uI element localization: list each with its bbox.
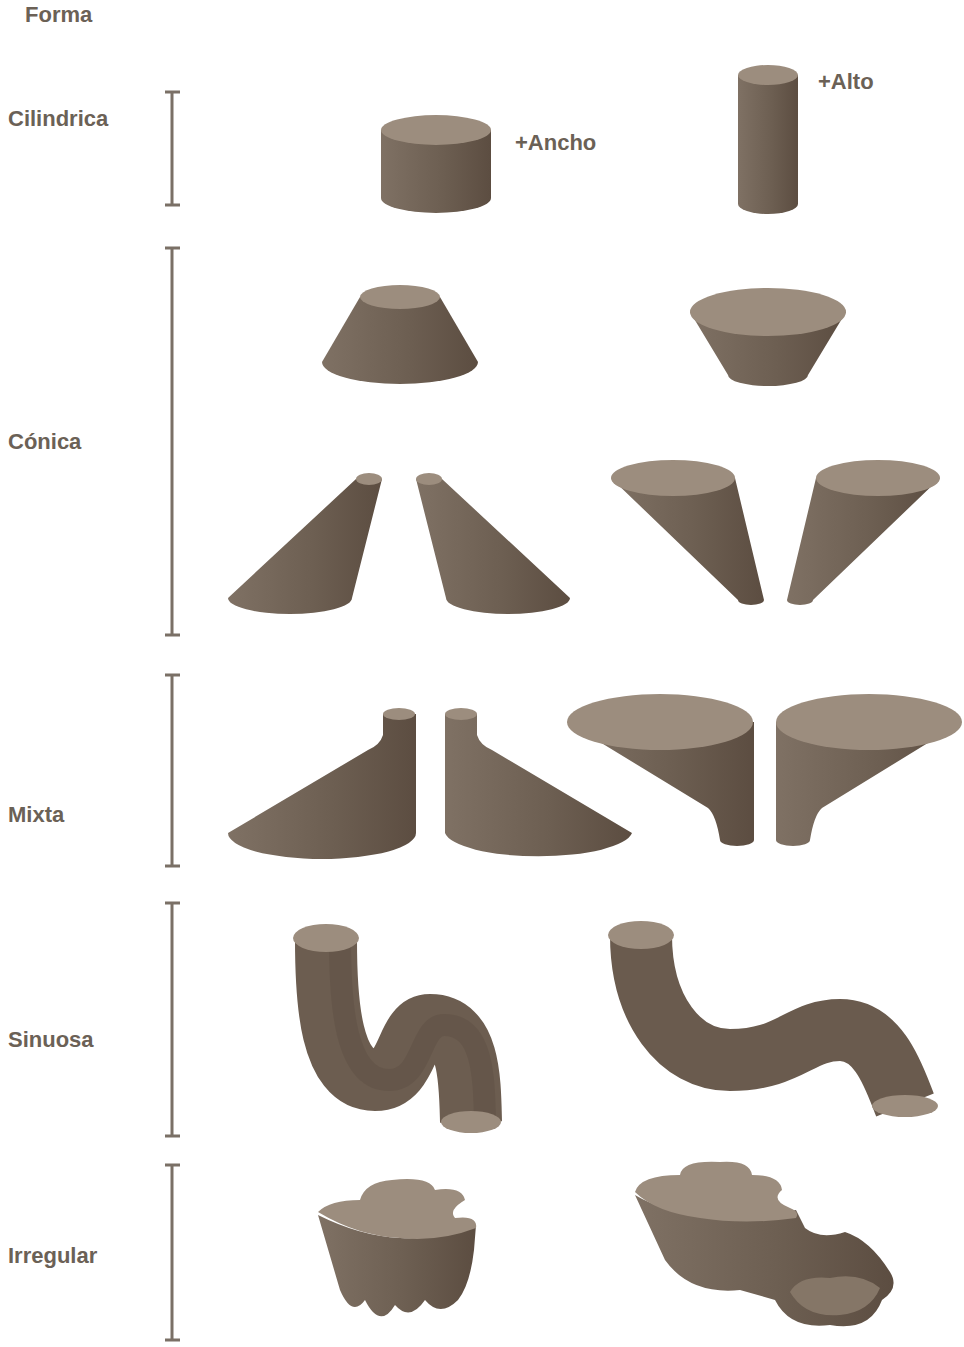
cylinder-wide <box>381 115 491 213</box>
category-label: Mixta <box>8 802 64 828</box>
dimension-label: +Alto <box>818 69 874 95</box>
mixed-shape-inverted <box>567 694 962 846</box>
irregular-shape-wide <box>635 1162 894 1326</box>
dimension-label: +Ancho <box>515 130 596 156</box>
cone-oblique <box>228 473 570 614</box>
sinuous-tube-long <box>608 921 938 1117</box>
cylinder-tall <box>738 65 798 214</box>
mixed-shape <box>228 708 632 859</box>
category-label: Irregular <box>8 1243 97 1269</box>
section-bracket <box>165 92 180 1340</box>
cone-oblique-inverted <box>611 460 940 605</box>
category-label: Cónica <box>8 429 81 455</box>
diagram-title: Forma <box>25 2 92 28</box>
cone-inverted <box>690 288 846 386</box>
category-label: Sinuosa <box>8 1027 94 1053</box>
sinuous-tube <box>293 924 501 1133</box>
category-label: Cilindrica <box>8 106 108 132</box>
cone-frustum <box>322 285 478 384</box>
irregular-shape <box>318 1179 476 1316</box>
